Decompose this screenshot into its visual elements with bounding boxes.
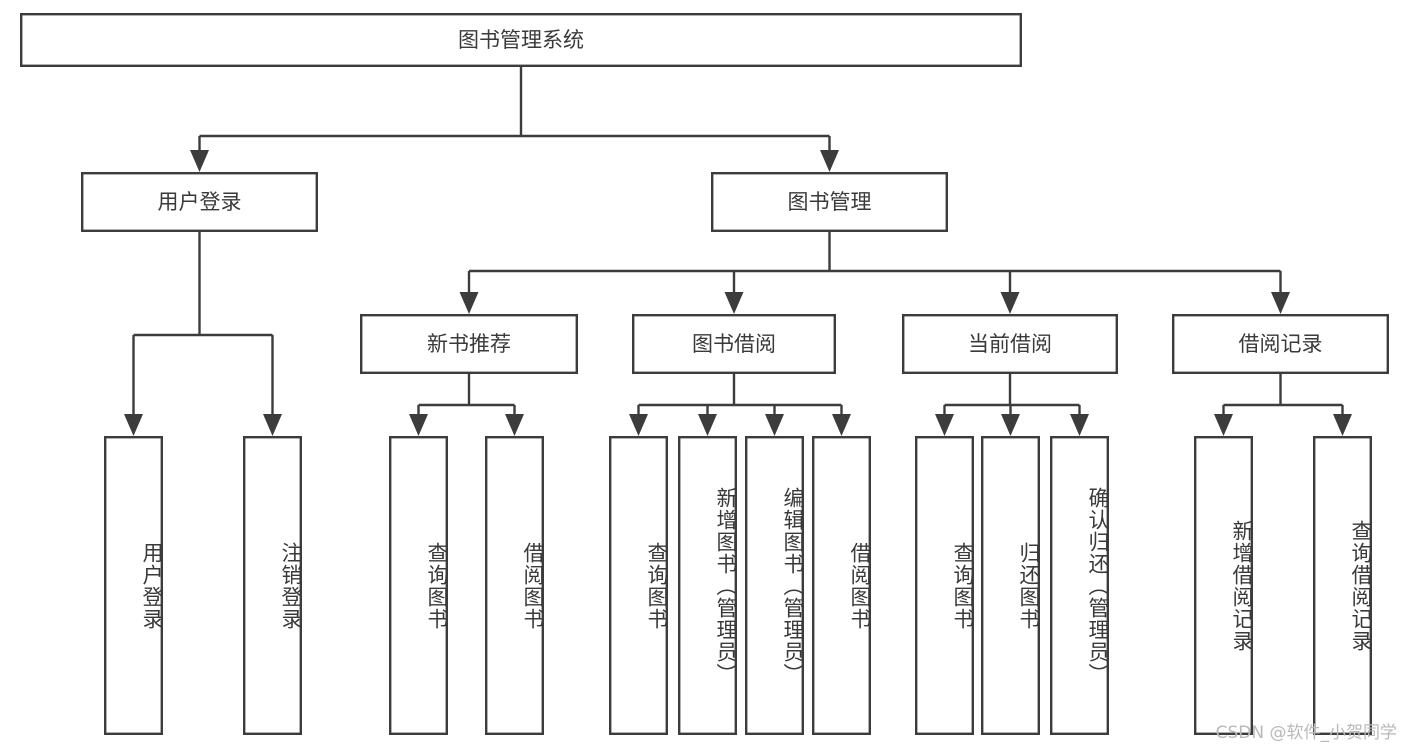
level3-node-1-e59bbee4b9a6-rect[interactable] xyxy=(632,314,837,375)
leaf-node-8-e69fa5e8afa2-rect[interactable] xyxy=(915,436,975,736)
leaf-node-5-e696b0e5a29e-rect[interactable] xyxy=(678,436,738,736)
leaf-node-12-e69fa5e8afa2[interactable] xyxy=(1312,436,1372,736)
level3-node-0-e696b0e4b9a6-label: 新书推荐 xyxy=(427,332,511,356)
arrow-head-icon xyxy=(1070,414,1089,436)
arrow-head-icon xyxy=(190,150,209,172)
arrow-head-icon xyxy=(124,414,143,436)
level3-node-2-e5bd93e5898d-rect[interactable] xyxy=(902,314,1119,375)
level3-node-3-e5809fe99885[interactable]: 借阅记录 xyxy=(1171,314,1389,375)
level3-node-1-e59bbee4b9a6-label: 图书借阅 xyxy=(692,332,776,356)
leaf-node-10-e7a1aee8aea4-rect[interactable] xyxy=(1049,436,1109,736)
level3-node-0-e696b0e4b9a6-rect[interactable] xyxy=(360,314,579,375)
root-node-rect[interactable] xyxy=(20,12,1022,67)
level3-node-0-e696b0e4b9a6[interactable]: 新书推荐 xyxy=(360,314,579,375)
leaf-node-3-e5809fe99885[interactable] xyxy=(485,436,545,736)
level2-node-0-e794a8e688b7-label: 用户登录 xyxy=(158,190,242,214)
arrow-head-icon xyxy=(1000,292,1020,314)
root-node-label: 图书管理系统 xyxy=(458,28,584,52)
leaf-node-10-e7a1aee8aea4[interactable] xyxy=(1049,436,1109,736)
level2-node-0-e794a8e688b7-rect[interactable] xyxy=(80,171,319,232)
arrow-head-icon xyxy=(1333,414,1352,436)
leaf-node-11-e696b0e5a29e-rect[interactable] xyxy=(1193,436,1253,736)
leaf-node-11-e696b0e5a29e[interactable] xyxy=(1193,436,1253,736)
leaf-node-0-e794a8e688b7[interactable] xyxy=(103,436,163,736)
leaf-node-4-e69fa5e8afa2-rect[interactable] xyxy=(609,436,669,736)
leaf-node-5-e696b0e5a29e[interactable] xyxy=(678,436,738,736)
arrow-head-icon xyxy=(1214,414,1233,436)
leaf-node-6-e7bc96e8be91-rect[interactable] xyxy=(745,436,805,736)
level3-node-1-e59bbee4b9a6[interactable]: 图书借阅 xyxy=(632,314,837,375)
leaf-node-4-e69fa5e8afa2[interactable] xyxy=(609,436,669,736)
leaf-node-8-e69fa5e8afa2[interactable] xyxy=(915,436,975,736)
level3-node-2-e5bd93e5898d[interactable]: 当前借阅 xyxy=(902,314,1119,375)
leaf-node-9-e5bd92e8bf98[interactable] xyxy=(981,436,1041,736)
level3-node-3-e5809fe99885-label: 借阅记录 xyxy=(1239,332,1323,356)
arrow-head-icon xyxy=(505,414,524,436)
level2-node-1-e59bbee4b9a6-label: 图书管理 xyxy=(788,190,872,214)
arrow-head-icon xyxy=(409,414,428,436)
leaf-node-9-e5bd92e8bf98-rect[interactable] xyxy=(981,436,1041,736)
watermark-text: CSDN @软件_小贺同学 xyxy=(1215,723,1397,743)
level3-node-2-e5bd93e5898d-label: 当前借阅 xyxy=(968,332,1052,356)
leaf-node-2-e69fa5e8afa2[interactable] xyxy=(389,436,449,736)
level2-node-1-e59bbee4b9a6-rect[interactable] xyxy=(711,171,949,232)
arrow-head-icon xyxy=(1001,414,1020,436)
level2-node-1-e59bbee4b9a6[interactable]: 图书管理 xyxy=(711,171,949,232)
leaf-node-0-e794a8e688b7-rect[interactable] xyxy=(103,436,163,736)
arrow-head-icon xyxy=(935,414,954,436)
leaf-node-3-e5809fe99885-rect[interactable] xyxy=(485,436,545,736)
arrow-head-icon xyxy=(820,150,839,172)
edges-layer xyxy=(124,67,1352,436)
arrow-head-icon xyxy=(698,414,717,436)
arrow-head-icon xyxy=(263,414,282,436)
arrow-head-icon xyxy=(832,414,851,436)
leaf-node-1-e6b3a8e99480-rect[interactable] xyxy=(242,436,302,736)
leaf-node-12-e69fa5e8afa2-rect[interactable] xyxy=(1312,436,1372,736)
leaf-node-1-e6b3a8e99480[interactable] xyxy=(242,436,302,736)
leaf-node-7-e5809fe99885-rect[interactable] xyxy=(812,436,872,736)
level3-node-3-e5809fe99885-rect[interactable] xyxy=(1171,314,1389,375)
arrow-head-icon xyxy=(765,414,784,436)
arrow-head-icon xyxy=(459,292,479,314)
leaf-node-2-e69fa5e8afa2-rect[interactable] xyxy=(389,436,449,736)
root-node[interactable]: 图书管理系统 xyxy=(20,12,1022,67)
leaf-node-7-e5809fe99885[interactable] xyxy=(812,436,872,736)
arrow-head-icon xyxy=(629,414,648,436)
leaf-node-6-e7bc96e8be91[interactable] xyxy=(745,436,805,736)
arrow-head-icon xyxy=(724,292,744,314)
level2-node-0-e794a8e688b7[interactable]: 用户登录 xyxy=(80,171,319,232)
arrow-head-icon xyxy=(1271,292,1290,314)
